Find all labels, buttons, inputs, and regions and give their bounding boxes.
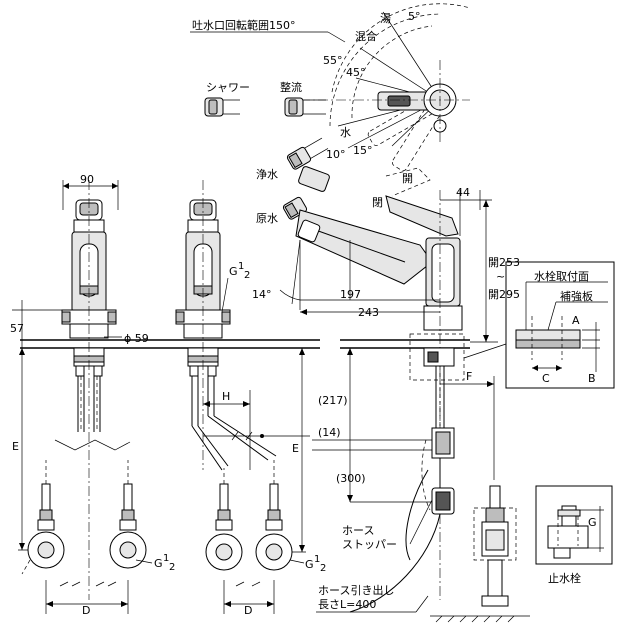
thread-label-mid-den: 2 xyxy=(244,270,250,281)
top-view: 吐水口回転範囲150° 5° 湯 混合 55° 45° 水 10° 15° xyxy=(190,3,471,171)
shower-label: シャワー xyxy=(206,81,250,94)
nozzle-purified xyxy=(286,137,329,170)
dim-90: 90 xyxy=(80,173,94,186)
angle-55: 55° xyxy=(323,54,343,67)
hose-pull-label-1: ホース引き出し xyxy=(318,583,394,597)
dim-G: G xyxy=(588,516,597,529)
dim-tilde: ~ xyxy=(496,270,505,283)
dim-C: C xyxy=(542,372,550,385)
dim-H: H xyxy=(222,390,230,403)
front-view-1: 90 57 ϕ 59 E xyxy=(10,173,175,617)
purified-label: 浄水 xyxy=(256,167,278,181)
dim-open253: 開253 xyxy=(488,256,520,269)
aerated-label: 整流 xyxy=(280,80,302,94)
supply-valve-mid-a xyxy=(205,483,243,571)
thread-label-mid: G xyxy=(229,265,238,278)
dim-E-left: E xyxy=(12,440,19,453)
angle-10: 10° xyxy=(326,148,346,161)
spout-rotation-label: 吐水口回転範囲150° xyxy=(192,18,296,32)
dim-300: (300) xyxy=(336,472,366,485)
dim-243: 243 xyxy=(358,306,379,319)
detail-stop-valve: G 止水栓 xyxy=(535,485,613,585)
dim-57: 57 xyxy=(10,322,24,335)
front-view-2: G 1 2 H E xyxy=(160,180,326,617)
supply-valve-left-b xyxy=(109,483,147,569)
dim-44: 44 xyxy=(456,186,470,199)
raw-label: 原水 xyxy=(256,212,278,225)
dim-217: (217) xyxy=(318,394,348,407)
thread-label-mid-num: 1 xyxy=(238,261,244,272)
dim-A: A xyxy=(572,314,580,327)
thread-label-left-den: 2 xyxy=(169,562,175,573)
closed-label: 閉 xyxy=(372,196,383,209)
dim-D-mid: D xyxy=(244,604,252,617)
dim-phi59: ϕ 59 xyxy=(124,332,149,345)
dim-14: (14) xyxy=(318,426,341,439)
mount-surface-label: 水栓取付面 xyxy=(534,269,589,283)
stop-valve-label: 止水栓 xyxy=(548,571,581,585)
supply-valve-left-a xyxy=(21,483,65,575)
thread-label-left-num: 1 xyxy=(163,553,169,564)
dim-B: B xyxy=(588,372,596,385)
angle-5: 5° xyxy=(408,10,421,23)
water-label: 水 xyxy=(340,126,351,139)
detail-mounting: 水栓取付面 補強板 A B C xyxy=(505,261,615,389)
dim-F: F xyxy=(466,370,472,383)
hose-pull-label-2: 長さL=400 xyxy=(318,598,376,611)
reinforce-plate-label: 補強板 xyxy=(560,289,593,303)
thread-label-right-den: 2 xyxy=(320,563,326,574)
angle-15: 15° xyxy=(353,144,373,157)
hose-stopper-label-1: ホース xyxy=(342,524,374,537)
hose-stopper-label-2: ストッパー xyxy=(342,538,397,551)
open-label: 開 xyxy=(402,172,413,185)
angle-14: 14° xyxy=(252,288,272,301)
thread-label-right-num: 1 xyxy=(314,554,320,565)
dim-197: 197 xyxy=(340,288,361,301)
thread-label-right: G xyxy=(305,558,314,571)
hot-label: 湯 xyxy=(380,12,391,25)
angle-45: 45° xyxy=(346,66,366,79)
supply-valve-mid-b xyxy=(255,483,293,571)
dim-D-left: D xyxy=(82,604,90,617)
mix-label: 混合 xyxy=(355,29,377,43)
thread-label-left: G xyxy=(154,557,163,570)
dim-open295: 開295 xyxy=(488,288,520,301)
side-view: 浄水 原水 開 閉 14° 197 243 xyxy=(252,137,530,623)
dim-E-right: E xyxy=(292,442,299,455)
